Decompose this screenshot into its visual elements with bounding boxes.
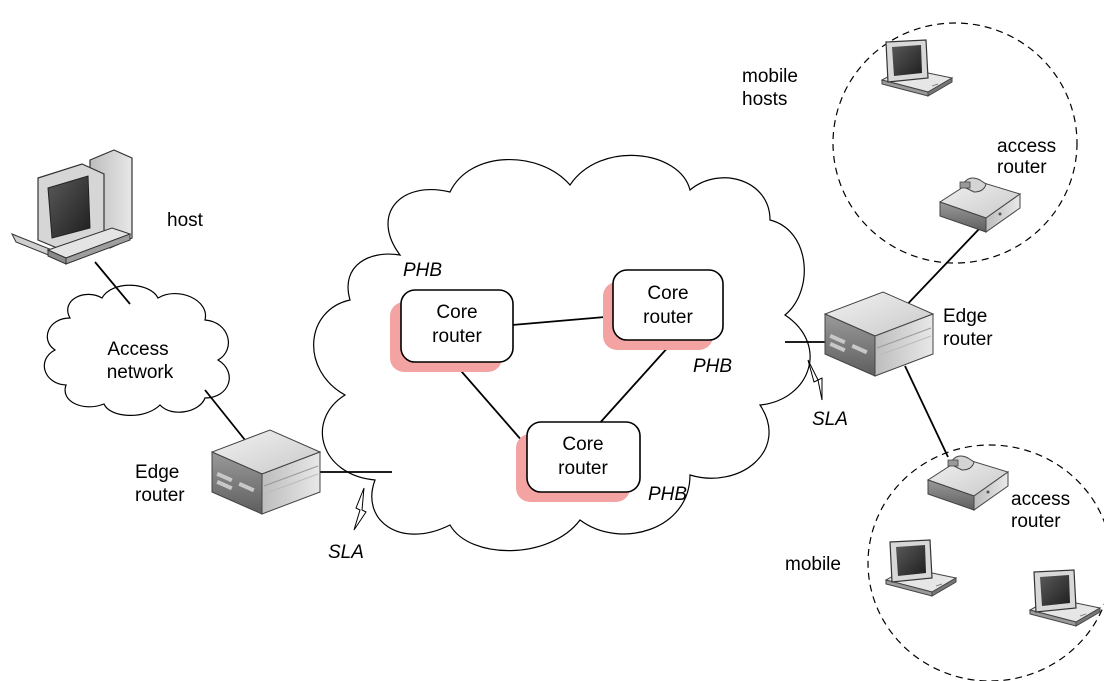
phb-top-label: PHB [403, 260, 442, 281]
access-router-bottom-label-line1: access [1011, 489, 1070, 510]
core-router-2-line2: router [643, 307, 693, 328]
phb-bottom-label: PHB [648, 484, 687, 505]
desktop-computer-icon [10, 149, 133, 265]
mobile-cell-bottom [867, 444, 1104, 681]
mobile-label: mobile [785, 554, 841, 575]
core-router-2-line1: Core [647, 283, 688, 304]
access-router-bottom-icon [927, 455, 1009, 511]
mobile-hosts-label-line1: mobile [742, 66, 798, 87]
core-router-3-line1: Core [562, 434, 603, 455]
sla-left-arrow-icon [353, 487, 367, 531]
phb-right-label: PHB [693, 356, 732, 377]
mobile-hosts-label-line2: hosts [742, 89, 787, 110]
edge-router-right-label-line2: router [943, 329, 993, 350]
access-network-label-line1: Access [107, 339, 168, 360]
edge-router-left-label-line2: router [135, 485, 185, 506]
core-router-3-line2: router [558, 458, 608, 479]
access-network-cloud [43, 284, 230, 416]
mobile-cell-top [832, 22, 1078, 264]
core-router-1-line1: Core [436, 302, 477, 323]
core-router-2: Core router [603, 269, 724, 350]
host-label: host [167, 210, 204, 231]
edge-router-right-label-line1: Edge [943, 306, 987, 327]
access-router-top-label-line2: router [997, 157, 1047, 178]
sla-right-label: SLA [812, 409, 848, 430]
laptop-icon [1029, 569, 1101, 627]
access-router-top-label-line1: access [997, 136, 1056, 157]
links [94, 227, 981, 473]
core-router-1-line2: router [432, 326, 482, 347]
core-network-cloud [313, 154, 811, 552]
edge-router-left-label-line1: Edge [135, 462, 179, 483]
access-router-top-icon [939, 177, 1021, 233]
laptop-icon [885, 539, 957, 597]
access-network-label-line2: network [107, 362, 174, 383]
core-router-1: Core router [390, 289, 514, 372]
access-router-bottom-label-line2: router [1011, 511, 1061, 532]
core-router-3: Core router [516, 421, 641, 502]
edge-router-right-icon [824, 291, 934, 377]
sla-right-arrow-icon [807, 359, 823, 401]
laptop-icon [881, 39, 953, 97]
sla-left-label: SLA [328, 542, 364, 563]
edge-router-left-icon [211, 429, 321, 515]
